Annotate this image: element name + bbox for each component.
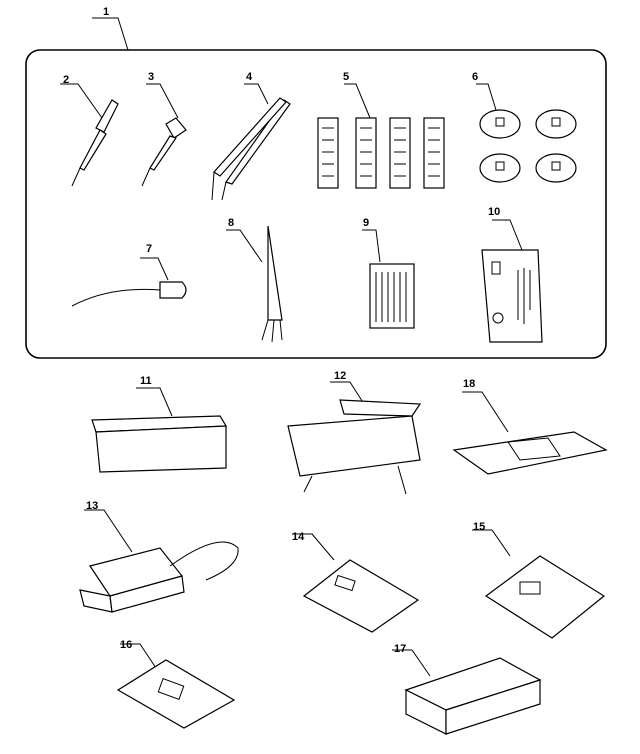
callout-5: 5 xyxy=(343,71,349,83)
part-5-needle-strips xyxy=(317,83,445,189)
callout-6: 6 xyxy=(472,71,478,83)
callout-12: 12 xyxy=(334,370,346,382)
leader-1 xyxy=(92,17,129,51)
callout-4: 4 xyxy=(246,71,253,83)
callout-2: 2 xyxy=(63,74,69,86)
part-17-carton xyxy=(392,649,542,735)
part-3-screwdriver xyxy=(141,83,187,187)
callout-15: 15 xyxy=(473,521,485,533)
part-9-needle-pack xyxy=(362,229,415,329)
callout-7: 7 xyxy=(146,243,152,255)
part-12-accessory-tray xyxy=(287,381,422,495)
part-14-instruction-manual xyxy=(292,533,420,633)
callout-10: 10 xyxy=(488,206,500,218)
callout-11: 11 xyxy=(140,375,152,387)
part-10-needle-plate xyxy=(481,219,543,343)
part-18-extension-plate xyxy=(452,391,608,475)
part-8-lint-brush xyxy=(226,225,283,343)
part-16-booklet xyxy=(116,643,236,729)
part-15-warranty-card xyxy=(472,529,606,639)
callout-14: 14 xyxy=(292,531,305,543)
callout-18: 18 xyxy=(463,378,475,390)
accessory-group-outline xyxy=(25,49,607,359)
callout-17: 17 xyxy=(394,643,406,655)
callout-16: 16 xyxy=(120,639,132,651)
callout-8: 8 xyxy=(228,217,234,229)
part-11-storage-box xyxy=(91,387,228,473)
callout-13: 13 xyxy=(86,500,98,512)
part-6-spool-caps xyxy=(476,83,577,183)
part-13-foot-control xyxy=(79,509,239,613)
part-7-light-bulb xyxy=(71,257,187,307)
callout-9: 9 xyxy=(363,217,369,229)
callout-3: 3 xyxy=(148,71,154,83)
part-2-seam-ripper xyxy=(60,83,119,187)
part-4-tweezers xyxy=(211,83,291,201)
callout-1: 1 xyxy=(103,6,109,18)
